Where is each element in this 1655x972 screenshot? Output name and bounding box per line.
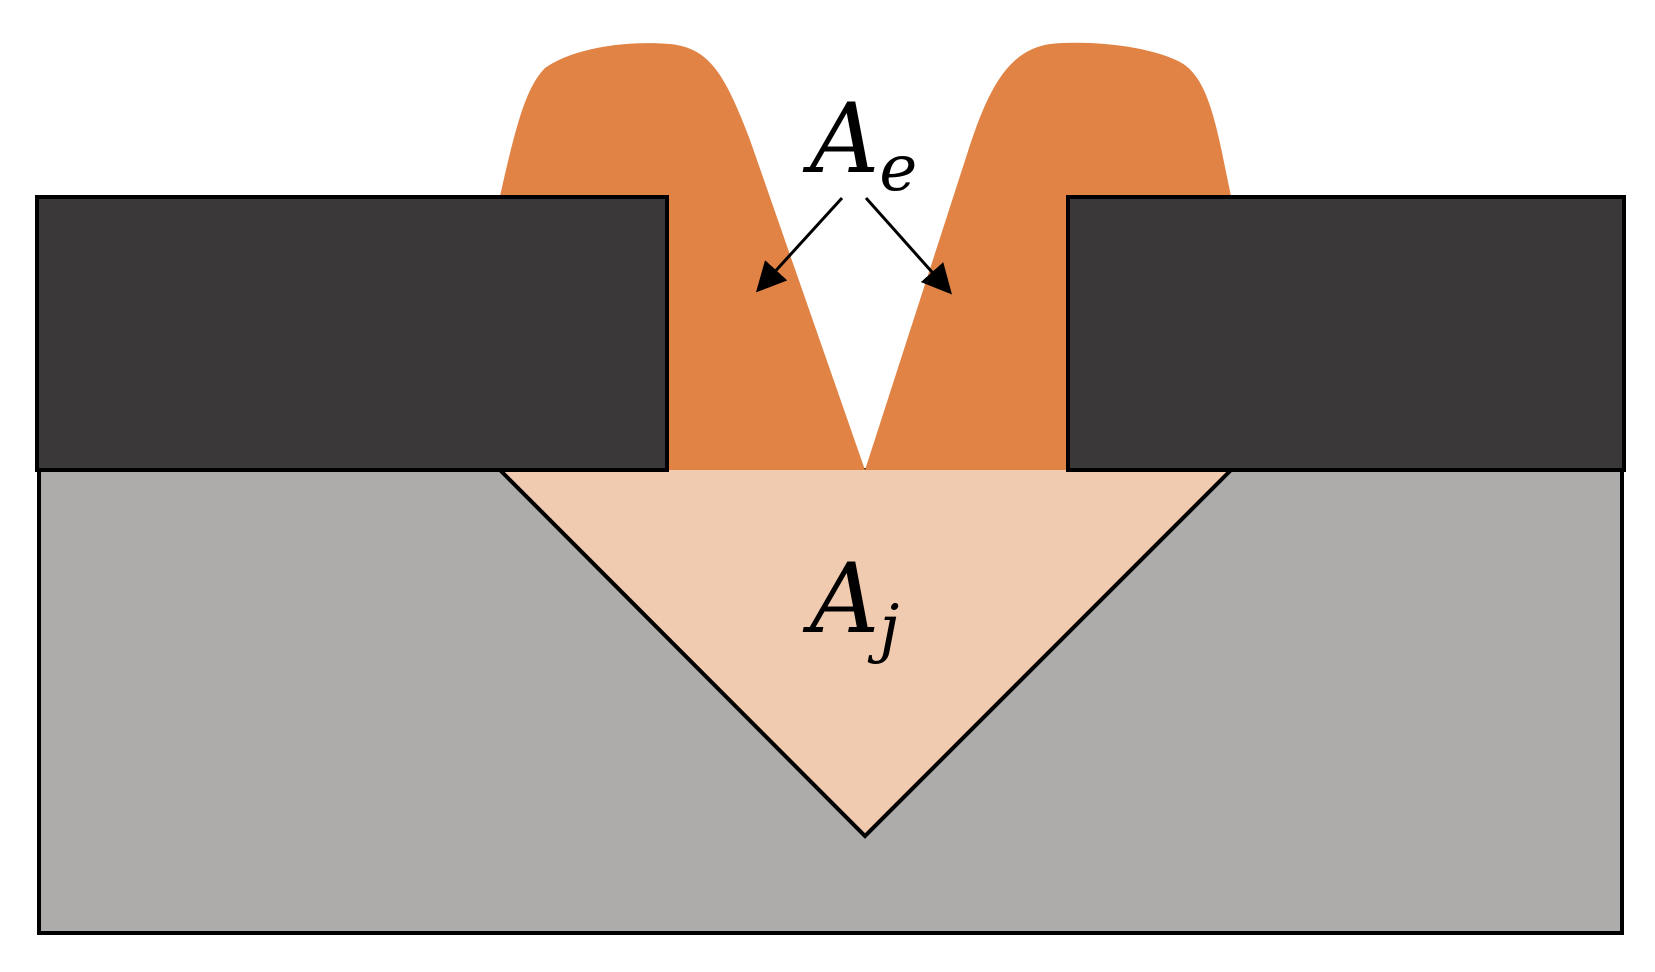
- left-clamp-block: [35, 195, 669, 472]
- arrow-to-right-deposit: [864, 197, 952, 295]
- arrow-to-left-deposit: [755, 196, 844, 293]
- groove-outline: [498, 468, 1233, 839]
- joint-area-label: Aj: [802, 543, 899, 666]
- electrode-area-label: Ae: [802, 83, 917, 206]
- right-clamp-block: [1066, 195, 1626, 472]
- joint-area-region: [500, 470, 1231, 836]
